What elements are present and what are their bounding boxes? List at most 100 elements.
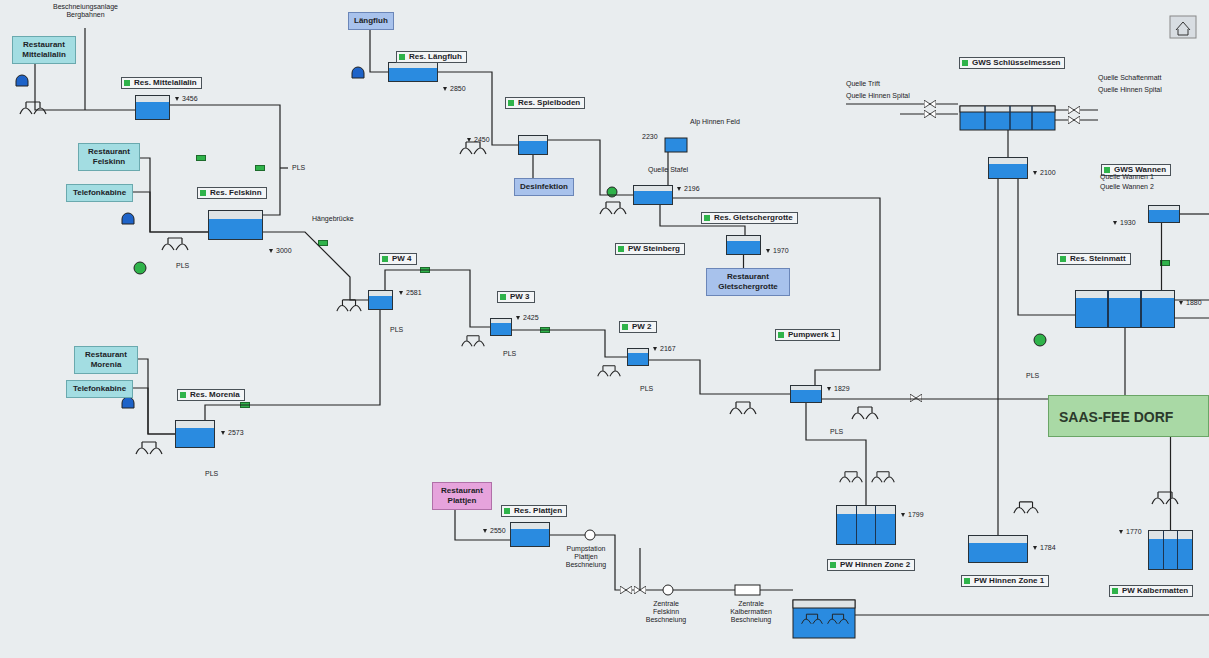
pressure-vessel [352,67,364,78]
pipe-lines [1180,213,1209,214]
pipe-lines [85,28,1209,615]
pipe-lines [84,28,85,110]
label-anchor: Quelle Hinnen Spital [846,92,910,100]
pipe-lines [1175,300,1209,318]
spring-collector-tank: GWS Wannen1930 [1148,205,1180,223]
pumping-station-tank: Pumpwerk 11829 [790,385,822,403]
reservoir-tank: Res. Längfluh2850 [388,62,438,82]
tank-label: Res. Längfluh [396,51,467,63]
pump-symbol [852,407,878,419]
tank-label: PW Hinnen Zone 1 [961,575,1049,587]
label-anchor: Res. Spielboden [505,91,585,109]
reservoir-tank: Res. Felskinn3000 [208,210,263,240]
phone-booth-box: Telefonkabine [66,380,133,398]
station-box: Längfluh [348,12,394,30]
valve-symbol [1068,116,1080,124]
label-anchor: Hängebrücke [312,215,354,223]
label-anchor: 1799 [901,503,924,521]
tank-label: Res. Plattjen [501,505,567,517]
pump-symbol [337,300,361,311]
pump-symbol [1014,502,1038,513]
level-value: 1799 [901,511,924,519]
label-anchor: PW 3 [497,285,535,303]
pipe-connector [170,105,280,215]
pipe-connector [512,330,627,357]
pumping-station-tank: PW 42581 [368,290,393,310]
level-value: 1784 [1033,544,1056,552]
level-value: 2167 [653,345,676,353]
green-valve [197,70,1170,408]
label-anchor: 2230 [642,133,658,141]
pump-symbol [162,238,188,250]
level-value: 2850 [443,85,466,93]
auxiliary-tank [793,600,855,608]
tank-label: PW 3 [497,291,535,303]
pipe-connector [532,155,533,178]
spring-collector-tank: GWS Schlüsselmessen2100 [988,157,1028,179]
label-anchor: 2167 [653,337,676,355]
label-anchor: PLS [176,262,189,270]
pump-symbol [598,366,621,376]
level-value: 2196 [677,185,700,193]
label-anchor: 2581 [399,281,422,299]
label-anchor: Zentrale Felskinn Beschneiung [642,600,690,624]
valve-symbol [924,110,936,118]
pressure-vessel [16,75,28,86]
label-anchor: Res. Mittelallalin [121,71,202,89]
label-anchor: Quelle Schaftenmatt [1098,74,1161,82]
annotation-label: Quelle Wannen 1 [1100,173,1154,180]
auxiliary-tank [793,600,855,638]
station-name: Restaurant Gletschergrotte [712,272,784,292]
restaurant-box: Restaurant Gletschergrotte [706,268,790,296]
tank-label: Pumpwerk 1 [775,329,840,341]
reservoir-tank: Res. Morenia2573 [175,420,215,448]
annotation-label: Pumpstation Plattjen Beschneiung [566,545,606,568]
pumping-station-tank: PW Hinnen Zone 11784 [968,535,1028,563]
label-anchor: 1784 [1033,536,1056,554]
valve-symbol [924,100,936,108]
label-anchor: Res. Längfluh [396,45,467,63]
label-anchor: PW Hinnen Zone 2 [827,553,915,571]
label-anchor: Quelle Trift [846,80,880,88]
label-anchor: Pumpwerk 1 [775,323,840,341]
station-name: Längfluh [354,16,388,26]
level-value: 2100 [1033,169,1056,177]
level-value: 1930 [1113,219,1136,227]
pipe-connector [1170,437,1171,530]
label-anchor: Beschneiungsanlage Bergbahnen [48,3,123,19]
level-value: 2425 [516,314,539,322]
disinfection-box: Desinfektion [514,178,574,196]
annotation-label: Quelle Hinnen Spital [846,92,910,99]
tank-label: Res. Felskinn [197,187,267,199]
village-band: SAAS-FEE DORF [1048,395,1209,437]
pump-symbol [663,585,673,595]
home-icon [1170,16,1196,38]
annotation-label: Hängebrücke [312,215,354,222]
pumping-station-tank: PW 32425 [490,318,512,336]
station-name: Restaurant Mittelallalin [18,40,70,60]
level-value: 1880 [1179,299,1202,307]
pipe-connector [743,255,744,268]
valve-symbol [1068,106,1080,114]
tank-label: PW 2 [619,321,657,333]
annotation-label: PLS [292,164,305,171]
label-anchor: GWS Schlüsselmessen [959,51,1065,69]
pipe-lines [280,167,288,168]
label-anchor: Res. Morenia [177,383,245,401]
reservoir-tank: Res. Steinmatt1880 [1075,290,1175,328]
label-anchor: 2573 [221,421,244,439]
pipe-connector [370,30,388,72]
annotation-label: Quelle Hinnen Spital [1098,86,1162,93]
label-anchor: Zentrale Kalbermatten Beschneiung [722,600,780,624]
label-anchor: PW Kalbermatten [1109,579,1193,597]
pump-symbol [460,142,486,154]
restaurant-box: Restaurant Plattjen [432,482,492,510]
auxiliary-tank [960,106,1055,130]
annotation-label: PLS [205,470,218,477]
pressure-vessel [122,397,134,408]
annotation-label: Quelle Wannen 2 [1100,183,1154,190]
annotation-label: PLS [640,385,653,392]
tank-label: PW Kalbermatten [1109,585,1193,597]
auxiliary-tank [960,106,1055,112]
